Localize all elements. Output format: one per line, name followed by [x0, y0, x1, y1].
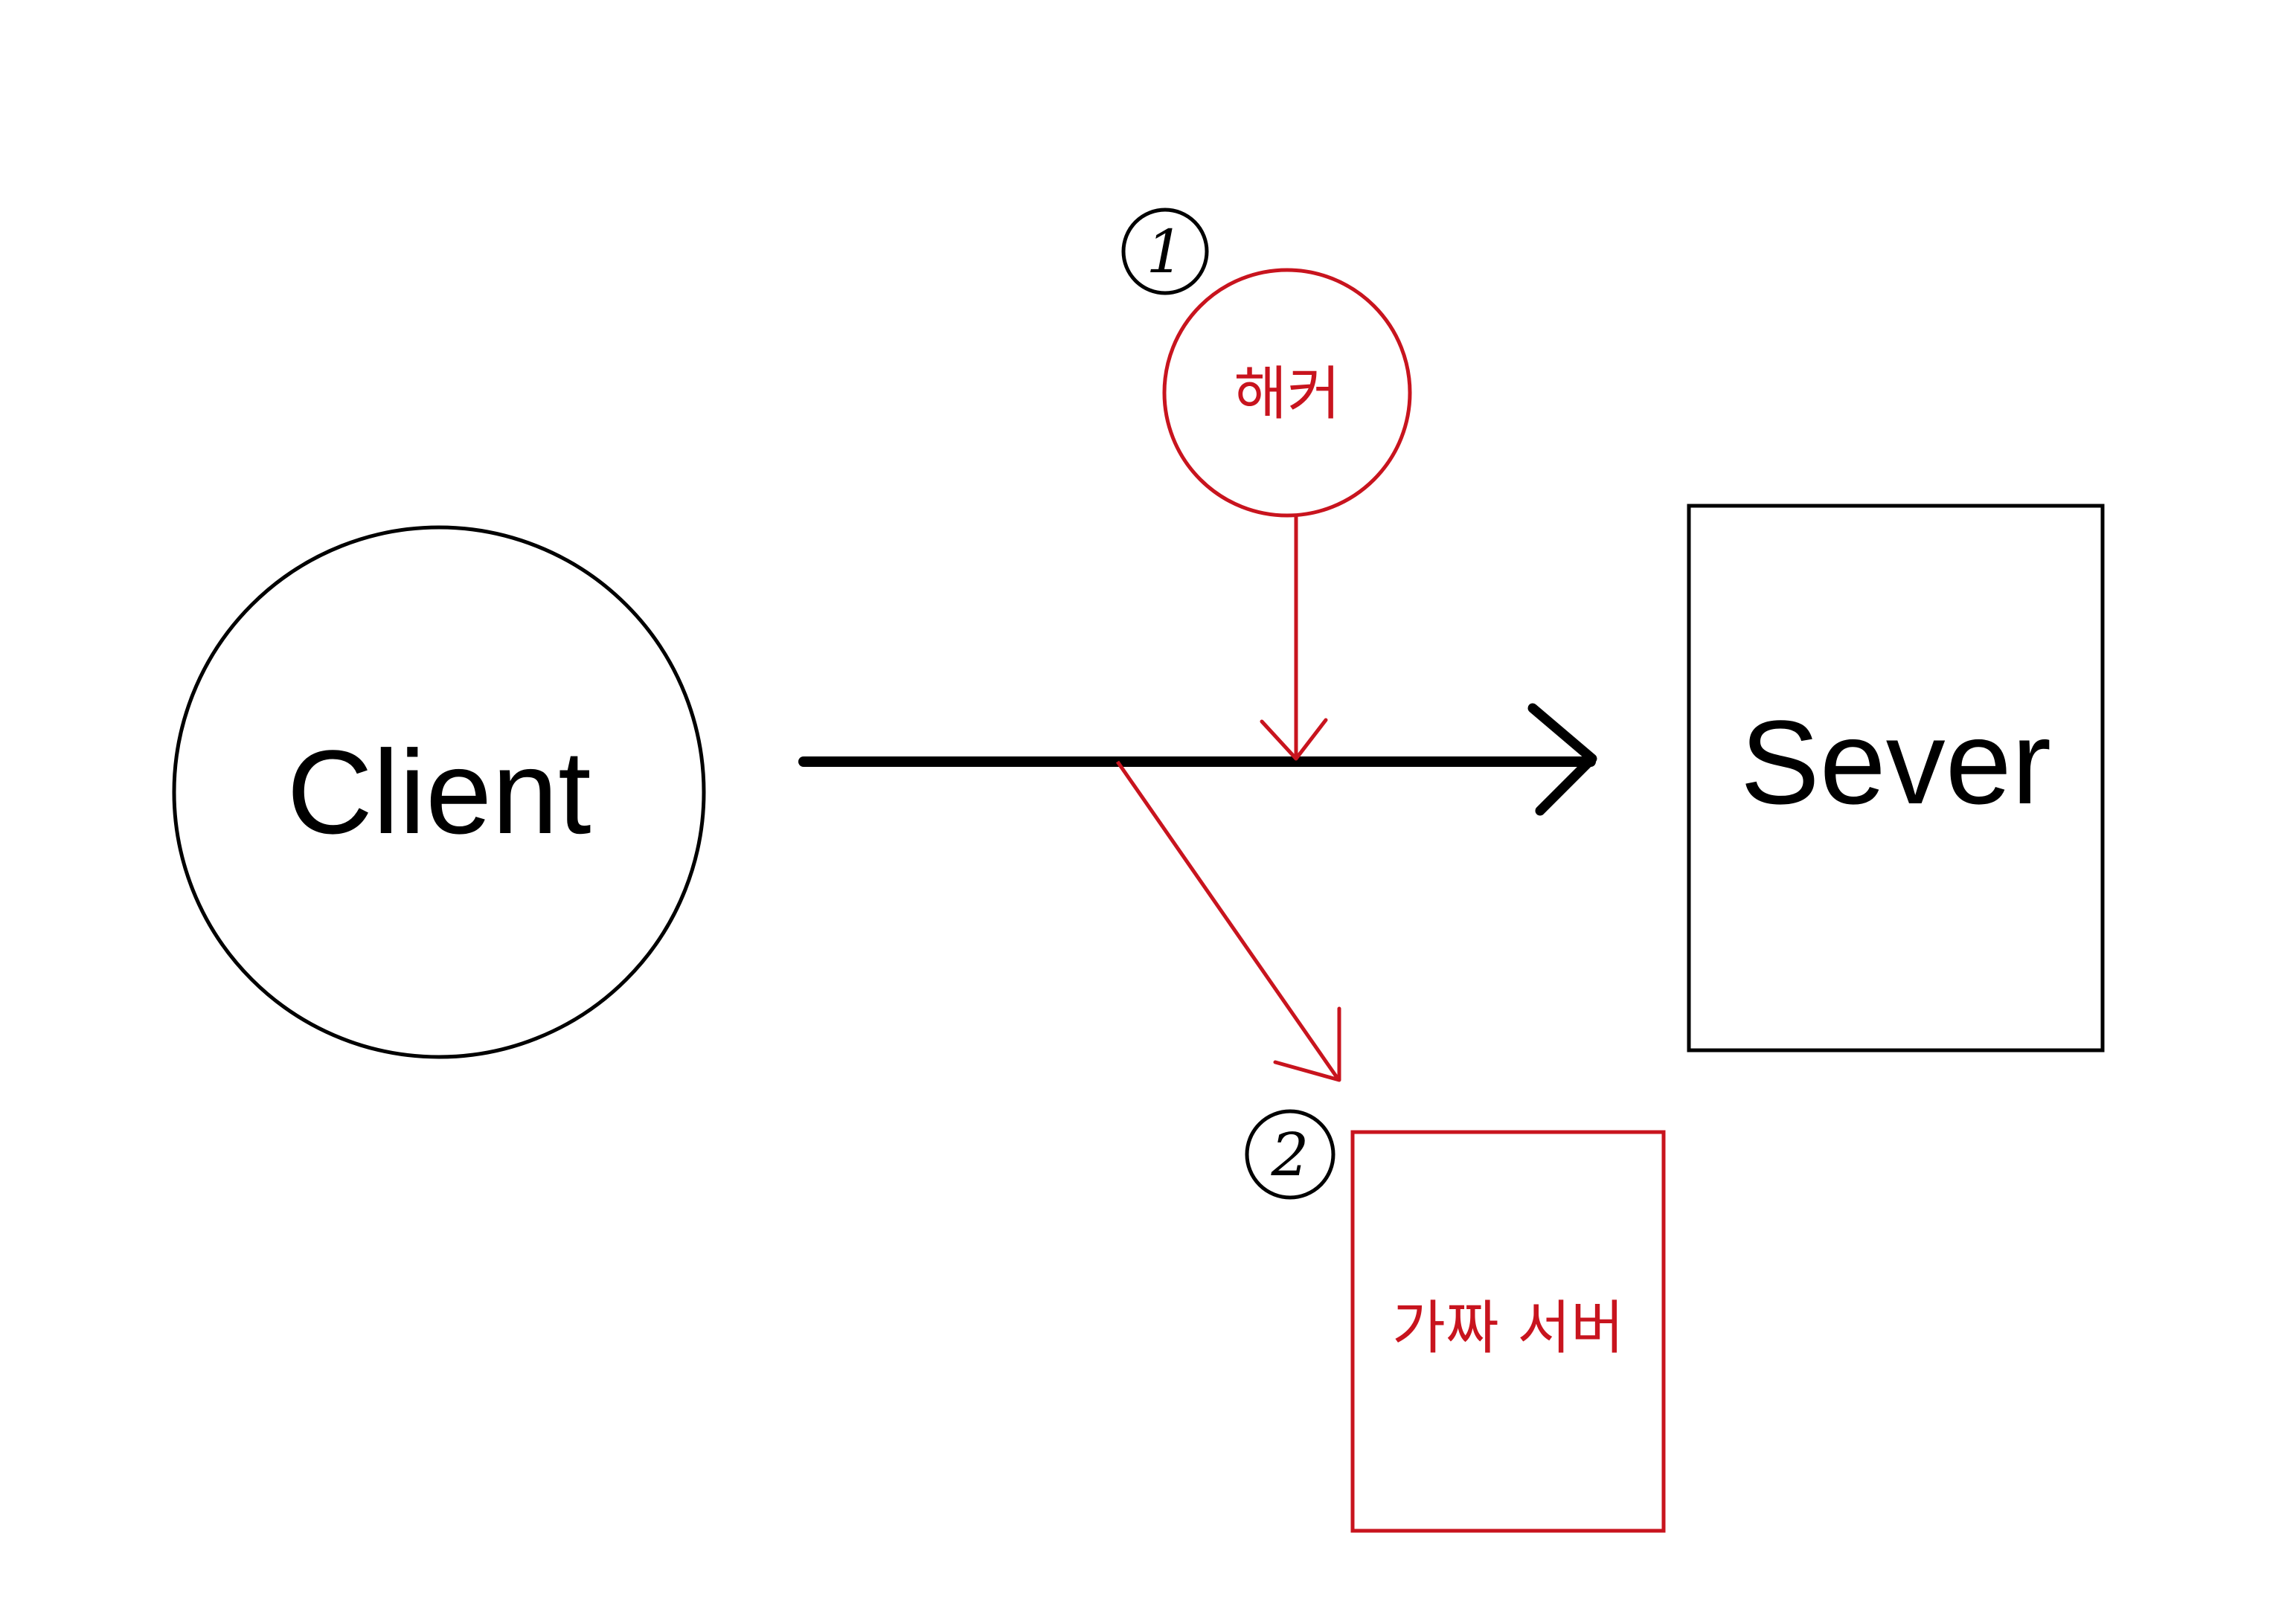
- interception-arrow: [1260, 516, 1328, 761]
- step-2-number: 2: [1271, 1120, 1309, 1189]
- step-2-marker: 2: [1245, 1109, 1335, 1200]
- fake-server-box: [1350, 1130, 1666, 1533]
- server-node: Sever: [1687, 504, 2105, 1052]
- hacker-label: 해커: [1234, 361, 1341, 428]
- step-1-marker: 1: [1121, 208, 1209, 295]
- server-label: Sever: [1740, 695, 2051, 829]
- connection-arrow-head: [1527, 703, 1597, 816]
- step-2-circle: [1245, 1109, 1335, 1200]
- client-node: Client: [172, 525, 706, 1059]
- server-box: [1687, 504, 2105, 1052]
- fake-server-label: 가짜 서버: [1392, 1295, 1624, 1362]
- fake-server-node: 가짜 서버: [1350, 1130, 1666, 1533]
- hacker-node: 해커: [1162, 268, 1412, 518]
- interception-arrow-head: [1260, 718, 1328, 761]
- client-circle: [172, 525, 706, 1059]
- step-1-number: 1: [1147, 217, 1184, 286]
- redirect-arrow-head: [1273, 1006, 1341, 1082]
- redirect-arrow-shaft: [1115, 760, 1340, 1080]
- hacker-circle: [1162, 268, 1412, 518]
- step-1-circle: [1121, 208, 1209, 295]
- redirect-arrow: [1115, 760, 1341, 1082]
- connection-arrow: [798, 703, 1597, 816]
- client-label: Client: [286, 725, 591, 858]
